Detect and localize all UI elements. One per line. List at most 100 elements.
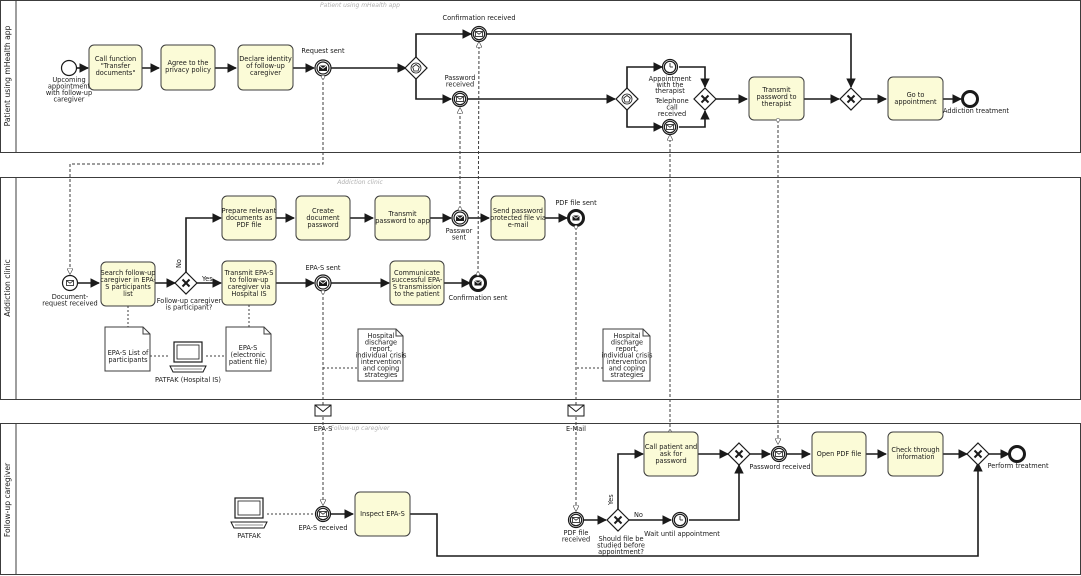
task-text: e-mail <box>508 221 529 229</box>
event-label: Passwor <box>446 227 473 235</box>
gateway-exclusive-1 <box>693 87 717 111</box>
event-label: therapist <box>655 87 685 95</box>
computer-icon-patfak: PATFAK <box>230 497 268 540</box>
task-text: information <box>896 453 934 461</box>
doc-text: intervention <box>361 358 401 366</box>
doc-text: and coping <box>363 365 400 373</box>
event-password-received-caregiver: Password received <box>749 445 811 471</box>
doc-text: patient file) <box>229 358 267 366</box>
request-sent-label: Request sent <box>301 47 345 55</box>
lane-ghost-patient: Patient using mHealth app <box>320 2 400 9</box>
event-label: Password <box>445 74 476 82</box>
computer-icon-patfak-hospital: PATFAK (Hospital IS) <box>155 341 221 384</box>
message-email-label: E-Mail <box>566 425 586 433</box>
task-open-pdf-file: Open PDF file <box>811 431 867 477</box>
gateway-label: Should file be <box>598 535 643 543</box>
gateway-yes-label: Yes <box>607 494 615 506</box>
lane-caregiver: Follow-up caregiver Follow-up caregiver <box>0 423 1081 575</box>
task-text: Communicate <box>394 269 440 277</box>
task-text: Call patient and <box>645 443 697 451</box>
doc-text: individual crisis <box>356 352 408 360</box>
task-text: Agree to the <box>167 59 208 67</box>
doc-text: report, <box>616 345 638 353</box>
lane-label-patient: Patient using mHealth app <box>3 25 12 126</box>
confirmation-received-label: Confirmation received <box>442 14 515 22</box>
task-text: password to <box>756 93 796 101</box>
task-text: S transmission <box>393 283 441 291</box>
confirmation-sent-label: Confirmation sent <box>448 294 507 302</box>
svg-text:Document-request received: Document-request received <box>42 293 97 308</box>
end-event-addiction-treatment: Addiction treatment <box>943 90 1009 115</box>
task-text: documents" <box>96 69 136 77</box>
doc-text: (electronic <box>231 351 266 359</box>
event-confirmation-received: Confirmation received <box>442 14 516 43</box>
epa-received-label: EPA-S received <box>298 524 347 532</box>
task-text: PDF file <box>237 221 262 229</box>
doc-text: report, <box>370 345 392 353</box>
doc-text: strategies <box>611 371 644 379</box>
event-label: request received <box>42 300 97 308</box>
event-label: Appointment <box>649 75 692 83</box>
event-label: received <box>658 110 686 118</box>
gateway-event-based-2 <box>615 87 639 111</box>
task-text: therapist <box>762 100 792 108</box>
gateway-event-based <box>404 56 428 80</box>
message-flows <box>70 42 778 511</box>
task-text: password <box>655 457 686 465</box>
task-text: to the patient <box>394 290 440 298</box>
task-text: caregiver in EPA- <box>100 276 156 284</box>
event-document-request-received: Document-request received <box>42 274 98 308</box>
task-text: to follow-up <box>230 276 269 284</box>
lane-ghost-clinic: Addiction clinic <box>336 179 383 186</box>
perform-treatment-label: Perform treatment <box>987 462 1048 470</box>
patfak-hospital-label: PATFAK (Hospital IS) <box>155 376 221 384</box>
gateway-label: appointment? <box>598 548 644 556</box>
task-text: password to app <box>375 217 430 225</box>
svg-text:Open PDF file: Open PDF file <box>817 450 862 458</box>
task-text: Declare identity <box>239 55 292 63</box>
end-label: Addiction treatment <box>943 107 1009 115</box>
task-text: Open PDF file <box>817 450 862 458</box>
task-text: privacy policy <box>165 66 211 74</box>
task-inspect-epa-s: Inspect EPA-S <box>354 491 411 537</box>
doc-text: strategies <box>365 371 398 379</box>
event-timer-wait-until-appointment: Wait until appointment <box>644 511 720 538</box>
event-label: Telephone <box>654 97 689 105</box>
doc-text: discharge <box>611 339 643 347</box>
doc-text: EPA-S List of <box>108 349 149 357</box>
sequence-flows-caregiver <box>331 449 1010 557</box>
task-text: Send password <box>493 207 543 215</box>
event-request-sent: Request sent <box>301 47 345 77</box>
task-text: caregiver via <box>228 283 271 291</box>
message-epa-label: EPA-S <box>314 425 333 433</box>
